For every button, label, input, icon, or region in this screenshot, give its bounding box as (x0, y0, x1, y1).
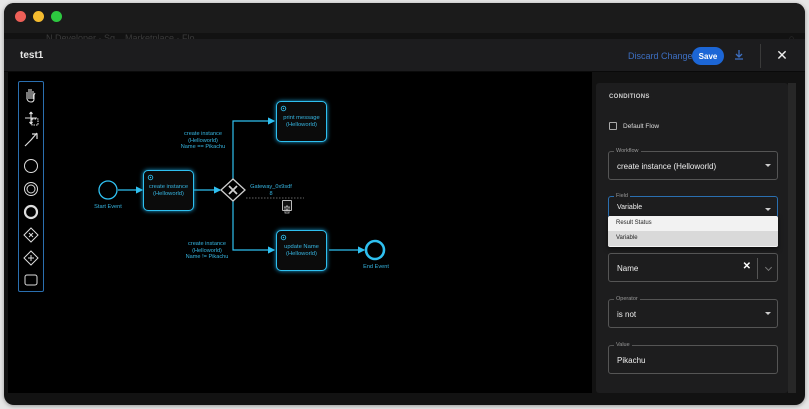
caret-down-icon (765, 208, 771, 211)
tool-palette (18, 81, 44, 292)
exclusive-gateway[interactable] (220, 178, 246, 202)
task-update-name[interactable]: update Name(Helloworld) (276, 230, 327, 271)
value-text: Pikachu (617, 356, 646, 365)
end-event-icon[interactable] (23, 204, 39, 220)
lasso-tool-icon[interactable] (25, 111, 39, 126)
variable-autocomplete[interactable]: Name ✕ (608, 253, 778, 282)
panel-scrollbar[interactable] (788, 83, 796, 393)
maximize-window-button[interactable] (51, 11, 62, 22)
autocomplete-divider (757, 258, 758, 279)
palette-icons (23, 89, 39, 286)
connect-tool-icon[interactable] (24, 132, 38, 147)
workflow-legend: Workflow (614, 147, 641, 155)
option-result-status[interactable]: Result Status (616, 220, 652, 226)
field-dropdown-menu: Result Status Variable (608, 216, 778, 247)
save-button[interactable]: Save (692, 47, 724, 65)
hand-tool-icon[interactable] (26, 89, 36, 103)
service-task-icon (280, 234, 287, 241)
task-label: create instance(Helloworld) (148, 184, 189, 197)
properties-panel: CONDITIONS Default Flow Workflow create … (596, 83, 788, 393)
flow-gateway-to-print[interactable] (232, 117, 276, 179)
workflow-select[interactable]: Workflow create instance (Helloworld) (608, 147, 778, 180)
caret-down-icon (765, 312, 771, 315)
trash-icon[interactable] (282, 200, 292, 214)
field-value: Variable (617, 204, 643, 211)
download-icon[interactable] (731, 47, 747, 63)
value-input[interactable]: Value Pikachu (608, 341, 778, 374)
end-event[interactable] (364, 239, 386, 261)
start-event[interactable] (98, 180, 118, 200)
operator-select[interactable]: Operator is not (608, 295, 778, 328)
variable-value: Name (617, 264, 639, 273)
faint-icon: ○ (789, 33, 795, 43)
task-icon[interactable] (24, 274, 38, 286)
end-event-label: End Event (363, 264, 389, 270)
field-legend: Field (614, 192, 630, 200)
value-legend: Value (614, 341, 632, 349)
task-label: update Name(Helloworld) (284, 244, 319, 257)
flow-condition-top-label: create instance(Helloworld)Name == Pikac… (180, 131, 226, 150)
close-window-button[interactable] (15, 11, 26, 22)
clear-icon[interactable]: ✕ (742, 261, 751, 272)
start-event-label: Start Event (94, 204, 122, 210)
title-bar (4, 3, 805, 33)
default-flow-label: Default Flow (623, 123, 660, 130)
diagram-title: test1 (20, 50, 44, 61)
task-create-instance[interactable]: create instance(Helloworld) (143, 170, 194, 211)
header-divider (760, 44, 761, 68)
background-app-text: N Developer · Sg... Marketplace · Flo...… (14, 33, 804, 43)
app-window: N Developer · Sg... Marketplace · Flo...… (4, 3, 805, 405)
operator-value: is not (617, 310, 637, 319)
operator-legend: Operator (614, 295, 640, 303)
bpmn-connections (98, 117, 386, 261)
faint-nav-text: N Developer · Sg... Marketplace · Flo... (46, 33, 203, 43)
service-task-icon (280, 105, 287, 112)
option-variable[interactable]: Variable (608, 231, 778, 246)
flow-condition-bottom-label: create instance(Helloworld)Name != Pikac… (185, 241, 229, 260)
diagram-canvas[interactable]: create instance(Helloworld) print messag… (8, 72, 592, 393)
field-select[interactable]: Field Variable (608, 192, 778, 218)
workflow-value: create instance (Helloworld) (617, 162, 717, 171)
exclusive-gateway-icon[interactable] (23, 227, 39, 243)
editor-header: test1 Discard Changes Save ✕ (4, 39, 805, 72)
task-label: print message(Helloworld) (283, 115, 320, 128)
caret-down-icon (765, 164, 771, 167)
service-task-icon (147, 174, 154, 181)
start-event-icon[interactable] (24, 159, 38, 173)
conditions-heading: CONDITIONS (609, 94, 650, 100)
flow-gateway-to-update[interactable] (232, 201, 276, 254)
minimize-window-button[interactable] (33, 11, 44, 22)
parallel-gateway-icon[interactable] (23, 250, 39, 266)
default-flow-checkbox[interactable] (609, 122, 617, 130)
discard-changes-button[interactable]: Discard Changes (628, 51, 698, 61)
chevron-down-icon[interactable] (764, 263, 773, 272)
task-print-message[interactable]: print message(Helloworld) (276, 101, 327, 142)
intermediate-event-icon[interactable] (24, 182, 38, 196)
close-editor-button[interactable]: ✕ (776, 47, 788, 63)
